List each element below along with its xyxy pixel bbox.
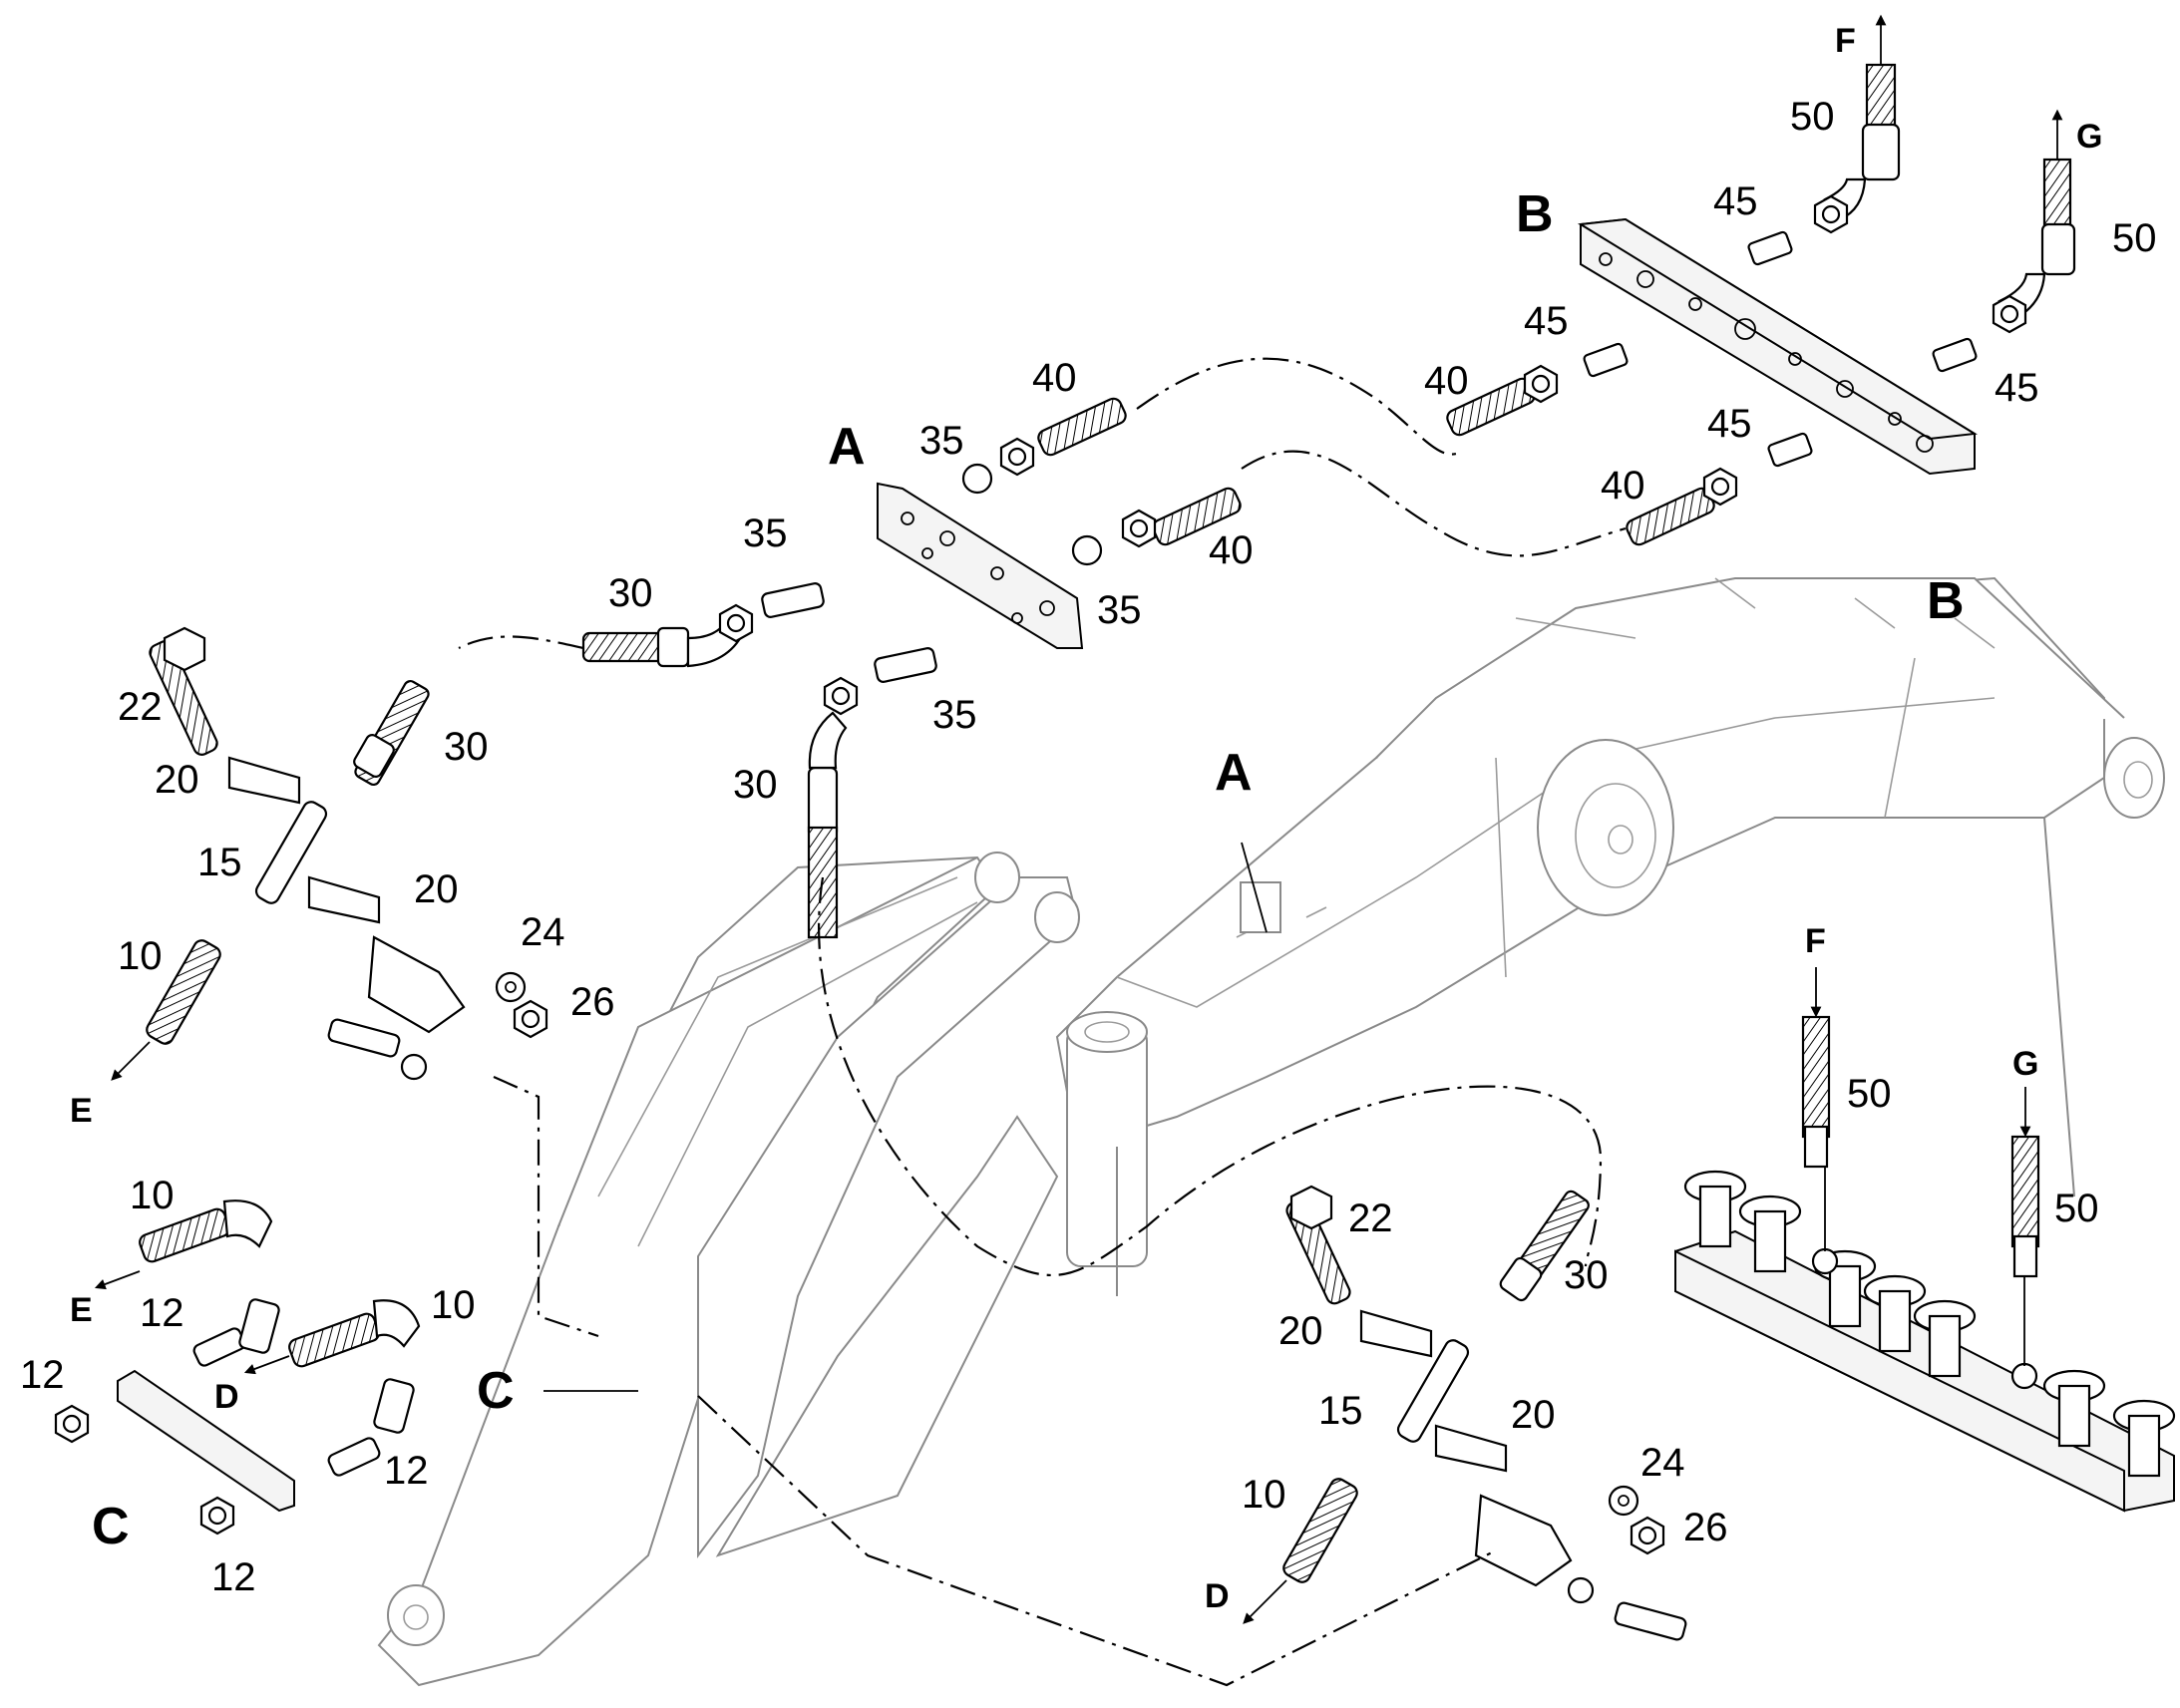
section-label-b-boom: B: [1927, 572, 1965, 630]
flow-label-g-top: G: [2076, 118, 2102, 156]
section-letters: A A B B C C: [92, 185, 1965, 1555]
callout-10-c: 10: [431, 1283, 476, 1327]
callout-35-c: 35: [1097, 588, 1142, 632]
callout-10-d: 10: [1242, 1473, 1286, 1517]
callout-12-b: 12: [20, 1353, 65, 1397]
callout-50-f: 50: [1790, 95, 1835, 139]
section-label-a-boom: A: [1215, 744, 1253, 802]
callout-30-b: 30: [444, 725, 489, 769]
flow-label-g-valve: G: [2012, 1045, 2038, 1083]
flow-label-d-lower: D: [214, 1378, 239, 1416]
callout-50-valve-2: 50: [2054, 1187, 2099, 1230]
distribution-block-b: [1577, 217, 1979, 476]
callout-40-d: 40: [1209, 528, 1254, 572]
section-label-b-block: B: [1516, 185, 1554, 243]
callout-10-a: 10: [118, 934, 163, 978]
callout-12-d: 12: [211, 1555, 256, 1599]
callout-12-c: 12: [384, 1449, 429, 1493]
section-label-c-bracket: C: [92, 1498, 130, 1555]
callout-30-c: 30: [733, 763, 778, 807]
callout-20-d: 20: [1511, 1393, 1556, 1437]
callout-20-c: 20: [1278, 1309, 1323, 1353]
mounting-plate-a: [877, 482, 1084, 649]
bracket-c: [117, 1369, 295, 1513]
callout-26-b: 26: [1683, 1506, 1728, 1549]
callout-15-b: 15: [1318, 1389, 1363, 1433]
callout-26-a: 26: [570, 980, 615, 1024]
callout-45-c: 45: [1707, 402, 1752, 446]
callout-50-valve-1: 50: [1847, 1072, 1892, 1116]
flow-label-f-valve: F: [1805, 922, 1826, 960]
part-callouts: 50 50 45 45 45 45 40 40 40 40 35 35 35 3…: [20, 95, 2157, 1599]
callout-35-b: 35: [743, 512, 788, 555]
callout-35-d: 35: [932, 693, 977, 737]
callout-20-b: 20: [414, 867, 459, 911]
hose-set: [54, 63, 2076, 1641]
callout-45-a: 45: [1713, 179, 1758, 223]
main-boom: [377, 576, 2165, 1687]
callout-12-a: 12: [140, 1291, 184, 1335]
callout-45-d: 45: [1995, 366, 2039, 410]
callout-15-a: 15: [197, 841, 242, 884]
flow-label-d-right: D: [1205, 1577, 1230, 1615]
callout-50-g: 50: [2112, 216, 2157, 260]
flow-label-e-lower: E: [70, 1291, 93, 1329]
flow-label-e-left: E: [70, 1092, 93, 1130]
flow-letters: F G F G E E D D: [70, 22, 2102, 1615]
callout-20-a: 20: [155, 758, 199, 802]
callout-40-c: 40: [1601, 464, 1645, 508]
routing-lines: [458, 357, 2025, 1687]
callout-30-d: 30: [1564, 1253, 1609, 1297]
callout-40-a: 40: [1032, 356, 1077, 400]
callout-24-b: 24: [1640, 1441, 1685, 1485]
section-label-c-boom: C: [477, 1362, 515, 1420]
callout-22-a: 22: [118, 685, 163, 729]
callout-35-a: 35: [919, 419, 964, 463]
callout-22-b: 22: [1348, 1196, 1393, 1240]
callout-10-b: 10: [130, 1174, 175, 1217]
flow-label-f-top: F: [1835, 22, 1856, 60]
callout-45-b: 45: [1524, 299, 1569, 343]
callout-30-a: 30: [608, 571, 653, 615]
control-valve-block: [1674, 1170, 2176, 1513]
callout-40-b: 40: [1424, 359, 1469, 403]
section-label-a-plate: A: [828, 418, 866, 476]
callout-24-a: 24: [521, 910, 565, 954]
flow-arrows: [94, 14, 2063, 1624]
